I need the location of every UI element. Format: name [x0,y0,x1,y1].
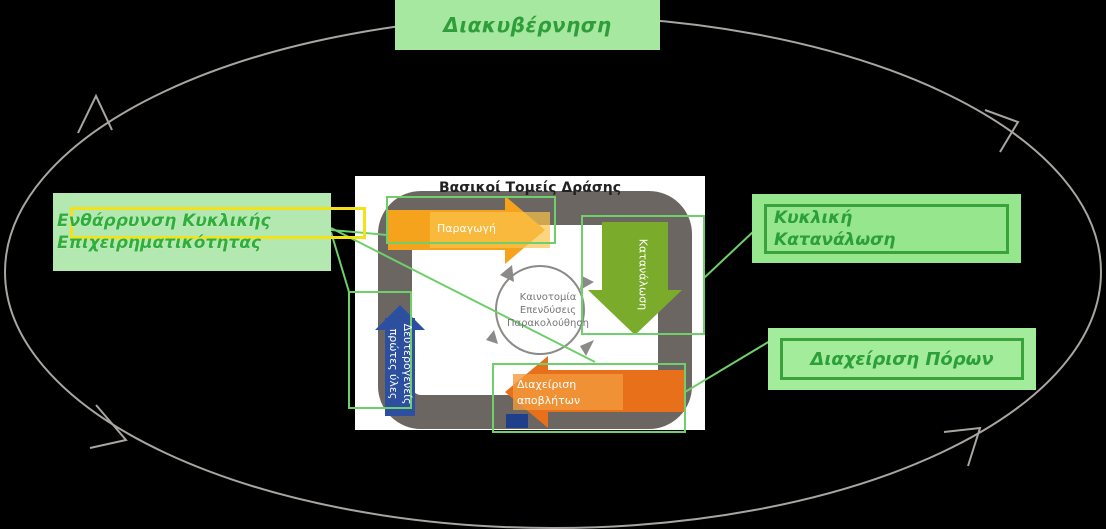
highlight-production [386,196,556,244]
connector-resources [684,337,776,393]
center-label: Καινοτομία Επενδύσεις Παρακολούθηση [493,291,603,330]
waste-management-label: Διαχείριση αποβλήτων [517,378,581,407]
panel-title: Βασικοί Τομείς Δράσης [438,180,622,196]
cycle-arrow-lower-left [89,404,128,449]
governance-label-box: Διακυβέρνηση [395,0,660,50]
cycle-arrow-upper-left [77,93,113,134]
center-arrow-left [486,330,498,344]
center-label-investments: Επενδύσεις [519,305,577,316]
cycle-arrow-lower-right [943,426,982,467]
consumption-label: Κατανάλωση [636,238,650,311]
circular-consumption-frame [764,204,1009,254]
circular-consumption-label-box: Κυκλική Κατανάλωση [752,194,1021,263]
resource-management-frame [780,338,1024,380]
circular-consumption-label: Κυκλική Κατανάλωση [774,207,896,250]
consumption-arrow [588,222,682,335]
circular-business-label-box: Ενθάρρυνση Κυκλικής Επιχειρηματικότητας [53,193,366,271]
connector-business-center [330,227,596,363]
highlight-secondary [348,291,412,409]
circular-business-inner-frame [70,207,366,239]
center-circle [495,265,585,355]
blue-small-square [506,414,528,428]
cycle-arrow-upper-right [984,109,1020,153]
connector-consumption [703,229,756,279]
center-label-innovation: Καινοτομία [519,292,577,303]
center-arrow-right [580,276,594,290]
center-arrow-up [500,265,514,282]
highlight-consumption [581,215,705,335]
governance-label: Διακυβέρνηση [443,13,612,37]
connector-business-production [330,229,388,236]
waste-arrow-highlight [513,374,623,410]
production-label: Παραγωγή [437,222,496,235]
circular-business-label: Ενθάρρυνση Κυκλικής Επιχειρηματικότητας [57,211,271,253]
center-arrow-down [580,340,594,356]
connector-business-secondary [330,231,350,293]
secondary-materials-label: Δευτερογενείς πρώτες ύλες [387,323,414,405]
resource-management-label: Διαχείριση Πόρων [810,348,994,370]
highlight-waste [492,363,686,433]
resource-management-label-box: Διαχείριση Πόρων [768,328,1036,390]
center-label-monitoring: Παρακολούθηση [506,318,590,329]
